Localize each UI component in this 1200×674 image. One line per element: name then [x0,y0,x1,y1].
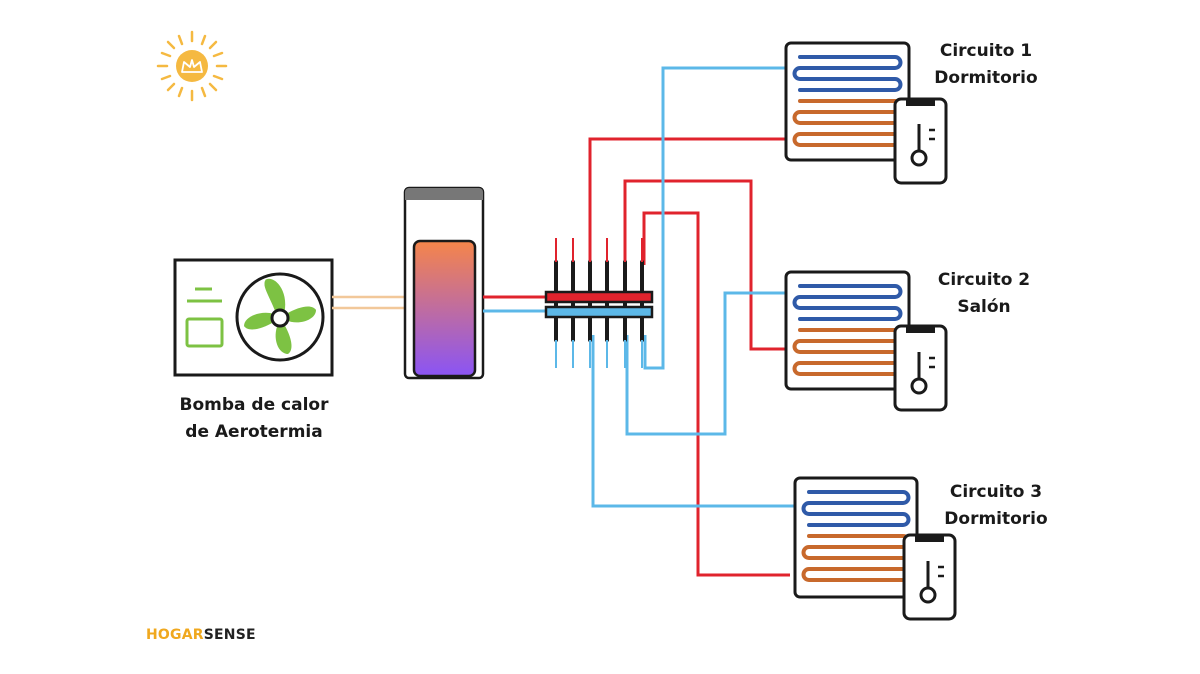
sun-icon [156,30,228,102]
floor-heating-panel-3 [793,476,919,599]
buffer-tank [403,186,485,380]
circuit-2-label: Circuito 2 Salón [919,267,1049,321]
brand-part-1: HOGAR [146,627,204,643]
brand-part-2: SENSE [203,627,256,643]
circuit-2-title: Circuito 2 [937,270,1031,290]
brand-logo: HOGARSENSE [146,627,256,643]
floor-heating-panel-1 [784,41,911,162]
circuit-1-title: Circuito 1 [939,41,1033,61]
pump-to-tank-pipes [332,295,406,310]
thermostat-icon [893,324,948,412]
circuit-3-room: Dormitorio [944,509,1048,529]
circuit-1-label: Circuito 1 Dormitorio [921,38,1051,92]
hot-pipes [588,137,794,577]
circuit-3-label: Circuito 3 Dormitorio [931,479,1061,533]
cold-pipes [591,66,795,508]
manifold [544,238,654,368]
circuit-2-room: Salón [957,297,1011,317]
heat-pump-label-line2: de Aerotermia [185,422,323,442]
circuit-1-room: Dormitorio [934,68,1038,88]
thermostat-icon [902,533,957,621]
sun-disc [176,50,208,82]
circuit-3-title: Circuito 3 [949,482,1043,502]
fan-icon [235,272,325,362]
heat-pump-label: Bomba de calor de Aerotermia [165,392,343,446]
heat-pump-label-line1: Bomba de calor [179,395,329,415]
sun-face-icon [181,59,203,73]
floor-heating-panel-2 [784,270,911,391]
thermostat-icon [893,97,948,185]
